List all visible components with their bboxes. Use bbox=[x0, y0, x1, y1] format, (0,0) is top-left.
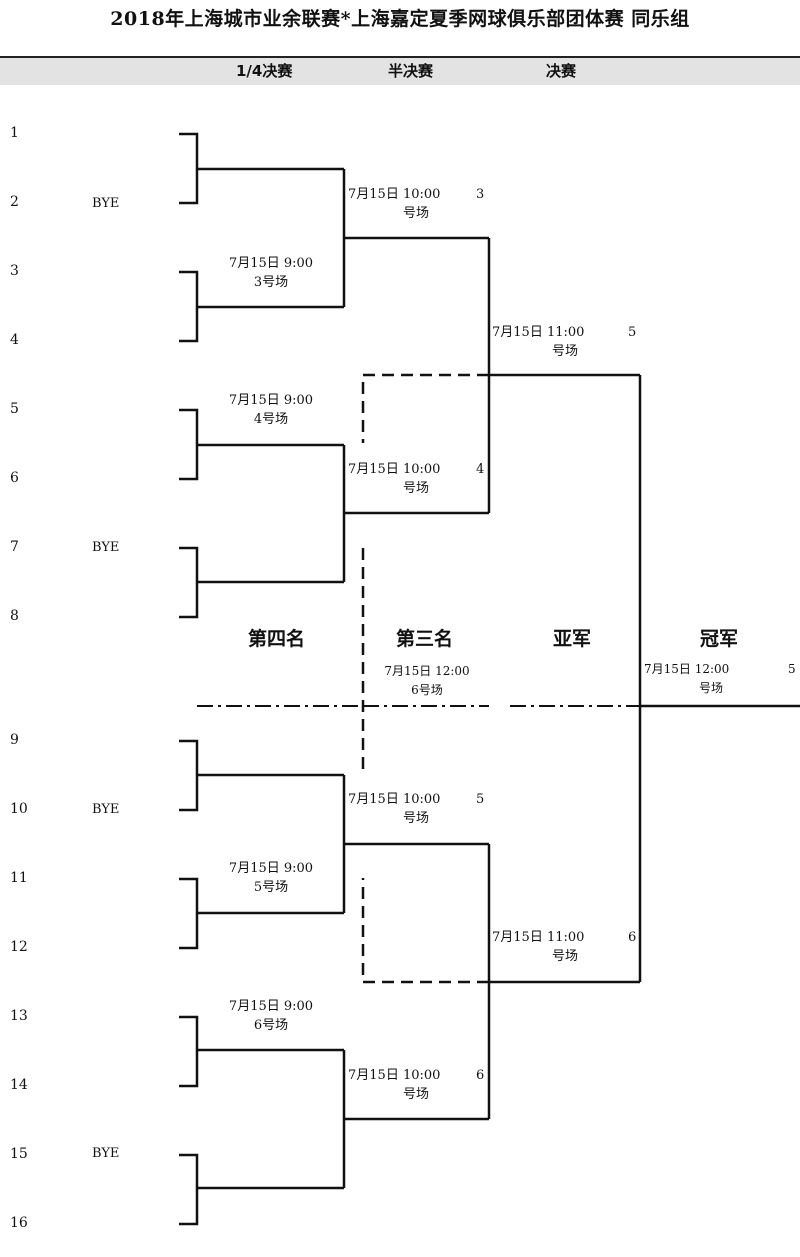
bracket-r2-4 bbox=[342, 1050, 489, 1188]
seed-number: 14 bbox=[10, 1077, 28, 1093]
r2-match-info: 7月15日 10:00 5 号场 bbox=[346, 790, 486, 828]
match-time: 7月15日 12:00 bbox=[644, 662, 730, 676]
bracket-r1-4 bbox=[179, 546, 344, 619]
match-time: 7月15日 10:00 bbox=[348, 187, 441, 202]
seed-number: 6 bbox=[10, 470, 19, 486]
match-court: 6号场 bbox=[411, 683, 443, 697]
bracket-sf-1 bbox=[487, 238, 640, 513]
bracket-final bbox=[638, 375, 800, 982]
bracket-sf-2 bbox=[487, 844, 640, 1119]
bye-label: BYE bbox=[92, 196, 120, 211]
match-time: 7月15日 11:00 bbox=[492, 325, 585, 340]
seed-number: 11 bbox=[10, 870, 28, 886]
round-header-bar bbox=[0, 56, 800, 85]
r2-match-info: 7月15日 10:00 3 号场 bbox=[346, 185, 486, 223]
seed-number: 10 bbox=[10, 801, 28, 817]
bracket-r1-8 bbox=[179, 1153, 344, 1226]
match-court-number: 5 bbox=[788, 662, 796, 676]
qf-match-info: 7月15日 9:00 5号场 bbox=[212, 859, 330, 897]
bracket-r1-3 bbox=[179, 408, 344, 481]
match-court: 3号场 bbox=[253, 275, 289, 290]
final-match-info: 7月15日 12:00 5 号场 bbox=[642, 660, 800, 698]
bracket-r1-5 bbox=[179, 739, 344, 812]
bracket-r2-1 bbox=[342, 169, 489, 307]
bracket-r1-1 bbox=[179, 132, 344, 205]
bracket-r1-7 bbox=[179, 1015, 344, 1088]
seed-number: 5 bbox=[10, 401, 19, 417]
sf-match-info: 7月15日 11:00 5 号场 bbox=[492, 323, 638, 361]
match-time: 7月15日 9:00 bbox=[228, 256, 314, 271]
match-time: 7月15日 10:00 bbox=[348, 792, 441, 807]
match-court-number: 5 bbox=[628, 325, 637, 340]
match-court-number: 6 bbox=[628, 930, 637, 945]
r2-match-info: 7月15日 10:00 6 号场 bbox=[346, 1066, 486, 1104]
sf-match-info: 7月15日 11:00 6 号场 bbox=[492, 928, 638, 966]
match-court-number: 3 bbox=[476, 187, 485, 202]
place-label-runner-up: 亚军 bbox=[553, 628, 592, 650]
match-court: 号场 bbox=[551, 344, 578, 359]
place-label-fourth: 第四名 bbox=[248, 628, 306, 650]
seed-number: 2 bbox=[10, 194, 19, 210]
match-time: 7月15日 10:00 bbox=[348, 462, 441, 477]
third-place-match-info: 7月15日 12:00 6号场 bbox=[368, 662, 486, 700]
match-court: 号场 bbox=[551, 949, 578, 964]
round-label-semifinal: 半决赛 bbox=[388, 62, 434, 80]
match-court: 号场 bbox=[402, 206, 429, 221]
place-label-champion: 冠军 bbox=[700, 628, 739, 650]
qf-match-info: 7月15日 9:00 4号场 bbox=[212, 391, 330, 429]
bracket-r1-2 bbox=[179, 270, 344, 343]
qf-match-info: 7月15日 9:00 3号场 bbox=[212, 254, 330, 292]
seed-number: 12 bbox=[10, 939, 28, 955]
bracket-r2-2 bbox=[342, 445, 489, 582]
bracket-r2-3 bbox=[342, 775, 489, 913]
match-court: 号场 bbox=[402, 1087, 429, 1102]
round-label-quarterfinal: 1/4决赛 bbox=[236, 62, 293, 80]
qf-match-info: 7月15日 9:00 6号场 bbox=[212, 997, 330, 1035]
consolation-link-top bbox=[361, 373, 489, 443]
match-court: 号场 bbox=[402, 811, 429, 826]
match-court: 号场 bbox=[402, 481, 429, 496]
bracket-r1-6 bbox=[179, 877, 344, 950]
seed-number: 13 bbox=[10, 1008, 28, 1024]
seed-number: 8 bbox=[10, 608, 19, 624]
seed-number: 7 bbox=[10, 539, 19, 555]
bye-label: BYE bbox=[92, 802, 120, 817]
match-court-number: 5 bbox=[476, 792, 485, 807]
place-label-third: 第三名 bbox=[396, 628, 454, 650]
match-time: 7月15日 12:00 bbox=[384, 664, 470, 678]
match-court-number: 4 bbox=[476, 462, 485, 477]
seed-number: 16 bbox=[10, 1215, 28, 1231]
seed-number: 9 bbox=[10, 732, 19, 748]
round-label-final: 决赛 bbox=[546, 62, 577, 80]
seed-number: 1 bbox=[10, 125, 19, 141]
seed-number: 4 bbox=[10, 332, 19, 348]
bye-label: BYE bbox=[92, 1146, 120, 1161]
match-time: 7月15日 10:00 bbox=[348, 1068, 441, 1083]
consolation-link-bottom bbox=[361, 878, 489, 984]
match-time: 7月15日 9:00 bbox=[228, 861, 314, 876]
match-court-number: 6 bbox=[476, 1068, 485, 1083]
seed-number: 3 bbox=[10, 263, 19, 279]
match-time: 7月15日 11:00 bbox=[492, 930, 585, 945]
match-court: 5号场 bbox=[253, 880, 289, 895]
r2-match-info: 7月15日 10:00 4 号场 bbox=[346, 460, 486, 498]
match-court: 号场 bbox=[698, 681, 723, 695]
match-time: 7月15日 9:00 bbox=[228, 393, 314, 408]
match-time: 7月15日 9:00 bbox=[228, 999, 314, 1014]
match-court: 4号场 bbox=[253, 412, 289, 427]
bye-label: BYE bbox=[92, 540, 120, 555]
page-title: 2018年上海城市业余联赛*上海嘉定夏季网球俱乐部团体赛 同乐组 bbox=[110, 8, 690, 30]
seed-number: 15 bbox=[10, 1146, 28, 1162]
match-court: 6号场 bbox=[253, 1018, 289, 1033]
